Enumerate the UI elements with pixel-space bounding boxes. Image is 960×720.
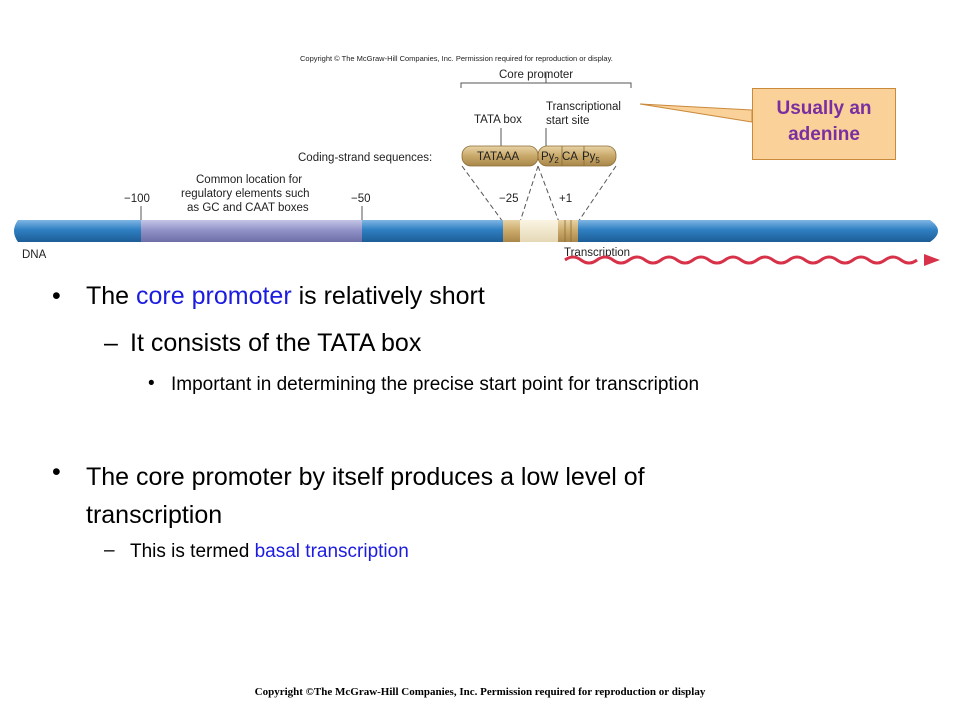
bullet-marker-1-sub: • <box>148 373 155 394</box>
zoom-lines <box>461 165 617 223</box>
tataaa-seq: TATAAA <box>477 151 520 163</box>
regulatory-region <box>141 220 362 242</box>
figure-copyright: Copyright © The McGraw-Hill Companies, I… <box>300 54 613 63</box>
tata-box-label: TATA box <box>474 114 522 126</box>
bullet-2-line2: transcription <box>86 501 223 529</box>
pos-minus50: −50 <box>351 193 371 205</box>
pos-minus100: −100 <box>124 193 150 205</box>
dna-label: DNA <box>22 249 47 261</box>
pos-plus1: +1 <box>559 193 572 205</box>
transcription-label: Transcription <box>564 247 630 259</box>
footer-copyright: Copyright ©The McGraw-Hill Companies, In… <box>254 686 706 698</box>
dash-marker-1: – <box>104 329 118 357</box>
bullet-1-pre: The <box>86 282 137 310</box>
bullet-2-line1: The core promoter by itself produces a l… <box>86 463 645 491</box>
inr-region <box>558 220 578 242</box>
bullet-1-sub: It consists of the TATA box <box>130 329 422 357</box>
callout-line2: adenine <box>788 124 860 145</box>
inr-box <box>537 145 617 167</box>
transcript-wave <box>564 255 918 265</box>
adenine-callout: Usually an adenine <box>752 88 896 160</box>
transcript-arrowhead <box>924 254 940 266</box>
bullet-marker-1: • <box>52 282 61 310</box>
py5-seq: Py5 <box>582 151 600 165</box>
bullet-marker-2: • <box>52 458 61 486</box>
basal-transcription-term: basal transcription <box>254 541 409 562</box>
common-location-line3: as GC and CAAT boxes <box>187 202 309 214</box>
callout-line1: Usually an <box>776 98 872 119</box>
dash-marker-2: – <box>104 540 115 561</box>
common-location-line1: Common location for <box>196 174 302 186</box>
common-location-line2: regulatory elements such <box>181 188 309 200</box>
bullet-1-subsub: Important in determining the precise sta… <box>171 374 700 395</box>
bullet-2-sub: This is termed basal transcription <box>130 541 409 563</box>
bullet-2-sub-pre: This is termed <box>130 541 255 562</box>
promoter-diagram: Copyright © The McGraw-Hill Companies, I… <box>14 54 940 266</box>
core-promoter-bracket <box>460 82 632 88</box>
py2-seq: Py2 <box>541 151 559 165</box>
tss-label-line2: start site <box>546 115 589 127</box>
callout-pointer <box>639 103 753 123</box>
coding-strand-label: Coding-strand sequences: <box>298 152 432 164</box>
bullet-1-post: is relatively short <box>291 282 485 310</box>
pos-minus25: −25 <box>499 193 519 205</box>
core-promoter-term: core promoter <box>136 282 292 310</box>
bullet-2: The core promoter by itself produces a l… <box>86 458 645 534</box>
tss-label-line1: Transcriptional <box>546 101 621 113</box>
tata-region <box>503 220 520 242</box>
bullet-1: The core promoter is relatively short <box>86 282 485 311</box>
core-promoter-label: Core promoter <box>499 69 573 81</box>
ca-seq: CA <box>562 151 578 163</box>
spacer-region <box>520 220 558 242</box>
